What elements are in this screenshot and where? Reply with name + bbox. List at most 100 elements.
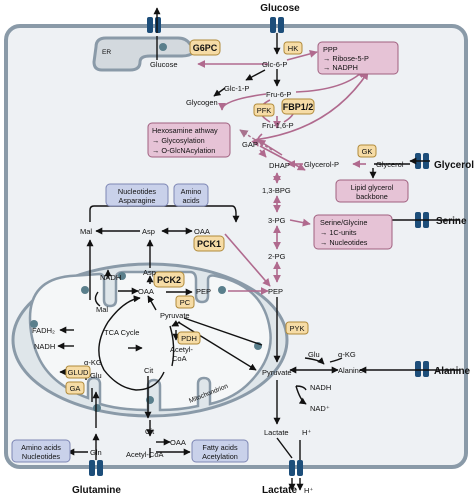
- gap-label: GAP: [242, 140, 258, 149]
- fru16p-label: Fru-1,6-P: [262, 121, 294, 130]
- amino-acids-nucleotides-box: [11, 439, 71, 463]
- lipid-line-2: backbone: [356, 192, 388, 201]
- lipid-line-1: Lipid glycerol: [351, 183, 394, 192]
- alanine-in-label: Alanine: [338, 366, 363, 375]
- glucose-external-label: Glucose: [260, 3, 300, 14]
- pdh-label: PDH: [181, 334, 197, 343]
- tca-cycle-label: TCA Cycle: [104, 328, 139, 337]
- gap-to-hexosamine-arrow: [239, 129, 273, 151]
- nucleotides-asparagine-line-2: Asparagine: [119, 196, 156, 205]
- serine-glycine-line-2: → 1C-units: [320, 228, 357, 237]
- lactate-in-label: Lactate: [264, 428, 289, 437]
- dhap-label: DHAP: [269, 161, 290, 170]
- alanine-external-label: Alanine: [434, 366, 471, 377]
- pyk-label: PYK: [289, 324, 304, 333]
- amino-nucleotides-line-2: Nucleotides: [22, 452, 60, 461]
- pck1-label: PCK1: [197, 239, 221, 249]
- amino-acids-box: [173, 183, 209, 207]
- nadh-mito-2-label: NADH: [34, 342, 55, 351]
- fadh2-label: FADH₂: [32, 326, 55, 335]
- mal-mito-label: Mal: [96, 305, 108, 314]
- glu-mito-label: Glu: [90, 371, 102, 380]
- nadh-pyruvate-label: NADH: [310, 383, 331, 392]
- oaa-mito-label: OAA: [138, 287, 154, 296]
- ppp-line-1: PPP: [323, 45, 338, 54]
- h-plus-external-label: H⁺: [304, 486, 313, 495]
- transporter-alanine: [415, 361, 429, 377]
- pc-enzyme-box: [175, 295, 195, 309]
- pck2-label: PCK2: [157, 275, 181, 285]
- amino-acids-line-2: acids: [182, 196, 199, 205]
- glycerol-external-label: Glycerol: [434, 160, 474, 171]
- ppp-line-3: → NADPH: [323, 63, 358, 72]
- er-label: ER: [102, 49, 111, 56]
- fbp12-label: FBP1/2: [283, 102, 314, 112]
- nucleotides-asparagine-box: [105, 183, 169, 207]
- asp-cytosol-label: Asp: [142, 227, 155, 236]
- hexosamine-line-3: → O-GlcNAcylation: [152, 146, 215, 155]
- asp-mito-label: Asp: [143, 268, 156, 277]
- pyruvate-label: Pyruvate: [262, 368, 292, 377]
- glc1p-label: Glc-1-P: [224, 84, 249, 93]
- gln-label: Gln: [90, 448, 102, 457]
- glycerol-p-label: Glycerol-P: [304, 160, 339, 169]
- pyruvate-mito-label: Pyruvate: [160, 311, 190, 320]
- serine-glycine-line-3: → Nucleotides: [320, 238, 368, 247]
- gk-label: GK: [362, 147, 373, 156]
- glc6p-label: Glc-6-P: [262, 60, 287, 69]
- serine-glycine-line-1: Serine/Glycine: [320, 218, 367, 227]
- glycogen-label: Glycogen: [186, 98, 218, 107]
- pc-label: PC: [180, 298, 191, 307]
- akg-mito-label: α-KG: [84, 358, 102, 367]
- glucose-er-label: Glucose: [150, 60, 178, 69]
- glycerol-in-label: Glycerol: [376, 160, 404, 169]
- pfk-label: PFK: [257, 106, 272, 115]
- mal-cytosol-label: Mal: [80, 227, 92, 236]
- nadh-mito-1-label: NADH: [100, 273, 121, 282]
- pfk-enzyme-box: [253, 103, 275, 117]
- transporter-lactate: [289, 460, 303, 476]
- amino-acids-line-1: Amino: [181, 187, 202, 196]
- pg3-label: 3-PG: [268, 216, 286, 225]
- h-in-label: H⁺: [302, 428, 311, 437]
- fatty-acids-line-1: Fatty acids: [202, 443, 238, 452]
- g6pc-label: G6PC: [193, 43, 218, 53]
- glud-label: GLUD: [68, 368, 89, 377]
- ga-label: GA: [70, 384, 81, 393]
- glu-cytosol-label: Glu: [308, 350, 320, 359]
- pep-label: PEP: [268, 287, 283, 296]
- pdh-enzyme-box: [177, 331, 201, 345]
- transporter-glutamine: [89, 460, 103, 476]
- lipid-glycerol-box: [335, 179, 409, 203]
- pyk-enzyme-box: [285, 321, 309, 335]
- ppp-box: [317, 41, 399, 75]
- pg2-label: 2-PG: [268, 252, 286, 261]
- akg-cytosol-label: α-KG: [338, 350, 356, 359]
- amino-nucleotides-line-1: Amino acids: [21, 443, 61, 452]
- acetylcoa-cytosol-label: Acetyl-CoA: [126, 450, 164, 459]
- bpg-label: 1,3-BPG: [262, 186, 291, 195]
- acetylcoa-mito-label: Acetyl-: [170, 345, 193, 354]
- pck1-enzyme-box: [193, 235, 225, 252]
- cit-mito-label: Cit: [144, 366, 154, 375]
- oaa-bottom-label: OAA: [170, 438, 186, 447]
- hexosamine-line-1: Hexosamine athway: [152, 126, 218, 135]
- g6pc-enzyme-box: [189, 39, 221, 56]
- pep-mito-label: PEP: [196, 287, 211, 296]
- lactate-external-label: Lactate: [262, 485, 297, 496]
- glud-enzyme-box: [65, 365, 91, 379]
- hk-label: HK: [288, 44, 298, 53]
- glutamine-external-label: Glutamine: [72, 485, 121, 496]
- fru6p-label: Fru-6-P: [266, 90, 291, 99]
- hk-enzyme-box: [283, 41, 303, 55]
- nad-pyruvate-label: NAD⁺: [310, 404, 330, 413]
- pck2-enzyme-box: [153, 271, 185, 288]
- endoplasmic-reticulum: [92, 36, 196, 72]
- hexosamine-box: [147, 122, 231, 158]
- oaa-cytosol-label: OAA: [194, 227, 210, 236]
- fatty-acids-box: [191, 439, 249, 463]
- gk-enzyme-box: [357, 144, 377, 158]
- ppp-line-2: → Ribose-5-P: [323, 54, 369, 63]
